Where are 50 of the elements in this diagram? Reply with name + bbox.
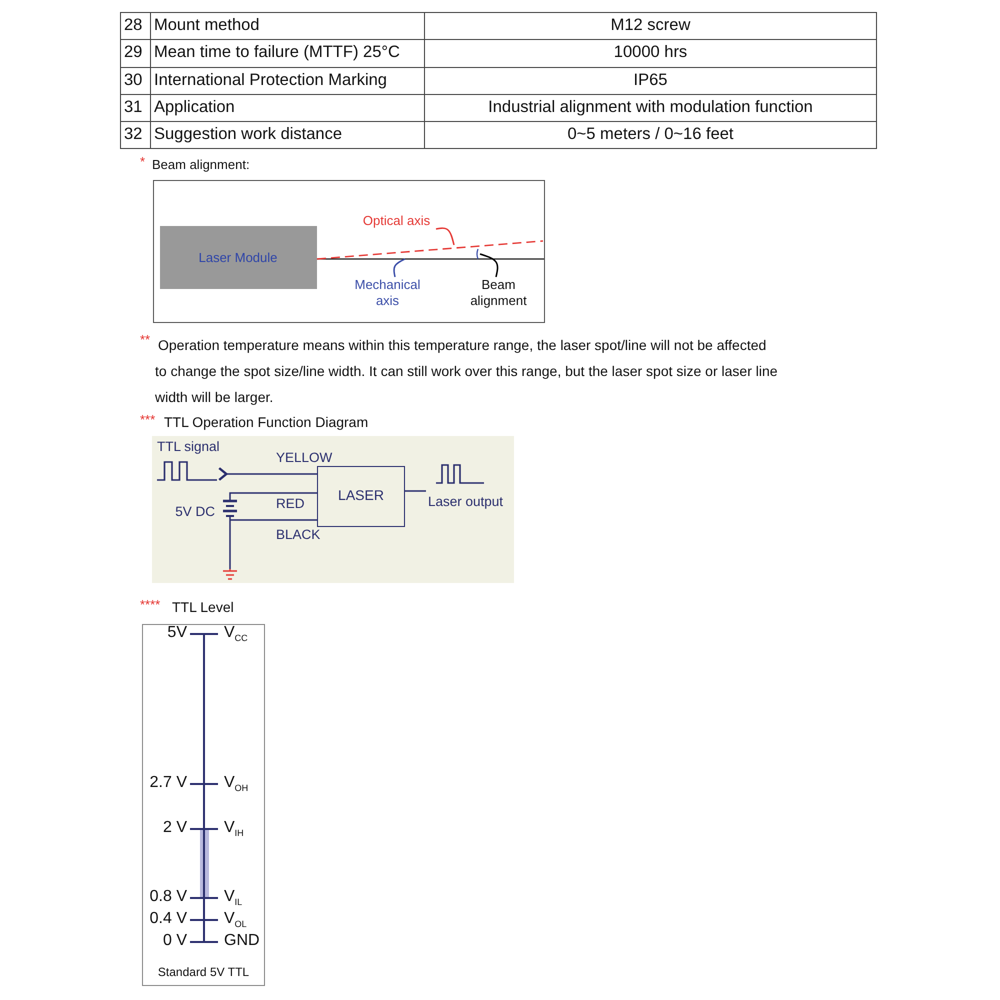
table-cell: 28	[120, 12, 151, 40]
callout-text: Optical axis	[362, 212, 430, 228]
wire-label: BLACK	[276, 527, 320, 542]
node-label: TTL signal	[157, 439, 220, 454]
footnote-mark: **	[140, 332, 150, 347]
note-text: Operation temperature means within this temperature range, the laser spot/line will not be affected to change the spot size/line width. It can still work over this range, but the laser spot size or laser line width will be larger.	[155, 336, 779, 407]
wire	[229, 519, 317, 521]
signal-level-label: V$_{IL}$	[224, 888, 242, 908]
voltage-value: 2 V	[162, 819, 187, 837]
callout-text: Mechanical axis	[354, 276, 420, 308]
caption-text: Standard 5V TTL	[156, 965, 250, 979]
footnote-mark: ****	[140, 597, 160, 612]
leader-line	[393, 258, 406, 278]
wire	[405, 490, 426, 492]
signal-level-label: V$_{IH}$	[224, 819, 244, 838]
voltage-value: 0.8 V	[150, 888, 187, 906]
signal-level-label: V$_{CC}$	[224, 624, 248, 644]
signal-level-label: GND	[224, 932, 260, 950]
leader-line	[480, 253, 498, 278]
ttl-level-frame	[142, 624, 265, 986]
wire	[218, 466, 317, 482]
callout-text: Beam alignment	[470, 276, 527, 308]
voltage-value: 0.4 V	[150, 910, 187, 928]
footnote-mark: *	[140, 154, 146, 169]
wire-label: YELLOW	[276, 450, 332, 465]
signal-level-label: V$_{OL}$	[224, 910, 247, 930]
diagram-frame	[153, 180, 545, 323]
wire	[229, 520, 231, 569]
ground-symbol	[222, 569, 238, 583]
table-cell: 0~5 meters / 0~16 feet	[424, 121, 877, 150]
table-cell: M12 screw	[424, 12, 877, 40]
leader-line	[436, 227, 455, 246]
circuit-panel	[152, 436, 514, 583]
note-heading: Beam alignment:	[152, 157, 250, 172]
laser-block	[317, 466, 405, 527]
node-label: LASER	[338, 486, 384, 502]
wire	[229, 492, 317, 496]
note-heading: TTL Operation Function Diagram	[164, 414, 368, 430]
voltage-value: 2.7 V	[150, 774, 187, 792]
node-label: Laser Module	[198, 250, 278, 264]
voltage-value: 0 V	[162, 932, 187, 950]
voltage-label: 5V DC	[175, 504, 215, 519]
footnote-mark: ***	[140, 412, 156, 427]
laser-module-box	[160, 226, 316, 288]
signal-level-label: V$_{OH}$	[224, 774, 248, 794]
note-heading: TTL Level	[172, 599, 234, 615]
node-label: Laser output	[428, 494, 504, 509]
voltage-value: 5V	[167, 624, 187, 642]
wire-label: RED	[276, 496, 305, 511]
table-cell: 32	[120, 121, 151, 150]
